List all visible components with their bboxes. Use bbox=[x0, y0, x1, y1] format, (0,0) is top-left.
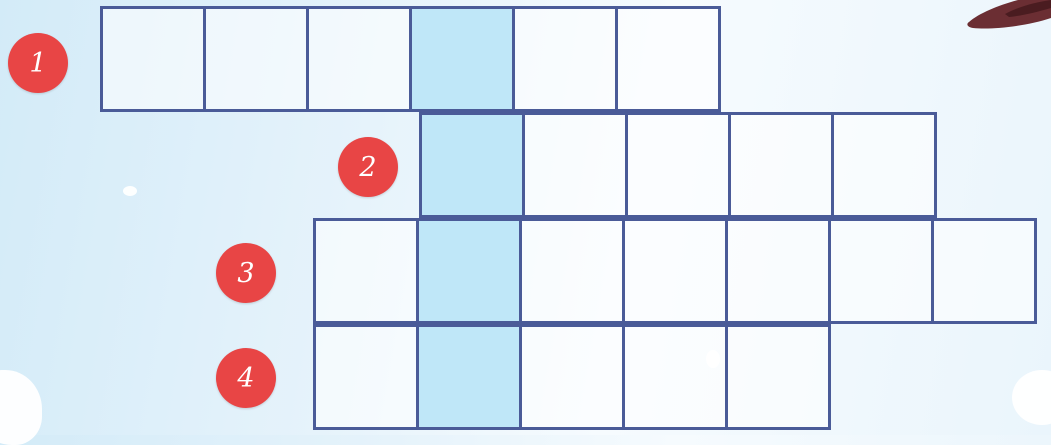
crossword-key-cell[interactable] bbox=[416, 218, 522, 324]
crossword-cell[interactable] bbox=[831, 112, 937, 218]
clue-number-badge-3: 3 bbox=[216, 243, 276, 303]
crossword-cell[interactable] bbox=[725, 324, 831, 430]
crossword-cell[interactable] bbox=[728, 112, 834, 218]
crossword-cell[interactable] bbox=[313, 324, 419, 430]
crossword-cell[interactable] bbox=[725, 218, 831, 324]
crossword-cell[interactable] bbox=[519, 324, 625, 430]
crossword-cell[interactable] bbox=[313, 218, 419, 324]
snowball-decoration-right bbox=[1012, 370, 1051, 425]
crossword-cell[interactable] bbox=[522, 112, 628, 218]
snowball-decoration-left bbox=[0, 370, 42, 445]
clue-number-2: 2 bbox=[359, 152, 376, 183]
crossword-cell[interactable] bbox=[622, 218, 728, 324]
crossword-cell[interactable] bbox=[828, 218, 934, 324]
crossword-cell[interactable] bbox=[512, 6, 618, 112]
crossword-key-cell[interactable] bbox=[409, 6, 515, 112]
crossword-cell[interactable] bbox=[615, 6, 721, 112]
clue-number-badge-2: 2 bbox=[338, 137, 398, 197]
clue-number-badge-1: 1 bbox=[8, 33, 68, 93]
crossword-cell[interactable] bbox=[519, 218, 625, 324]
clue-number-4: 4 bbox=[237, 363, 254, 394]
hat-decoration-icon bbox=[965, 0, 1051, 32]
crossword-key-cell[interactable] bbox=[416, 324, 522, 430]
crossword-row-2 bbox=[419, 112, 937, 218]
crossword-cell[interactable] bbox=[306, 6, 412, 112]
crossword-row-3 bbox=[313, 218, 1037, 324]
clue-number-3: 3 bbox=[237, 258, 254, 289]
crossword-cell[interactable] bbox=[100, 6, 206, 112]
crossword-row-4 bbox=[313, 324, 831, 430]
crossword-cell[interactable] bbox=[625, 112, 731, 218]
crossword-cell[interactable] bbox=[931, 218, 1037, 324]
crossword-key-cell[interactable] bbox=[419, 112, 525, 218]
snowflake-decoration bbox=[123, 186, 137, 196]
clue-number-badge-4: 4 bbox=[216, 348, 276, 408]
crossword-row-1 bbox=[100, 6, 721, 112]
crossword-cell[interactable] bbox=[622, 324, 728, 430]
clue-number-1: 1 bbox=[29, 48, 46, 79]
crossword-cell[interactable] bbox=[203, 6, 309, 112]
